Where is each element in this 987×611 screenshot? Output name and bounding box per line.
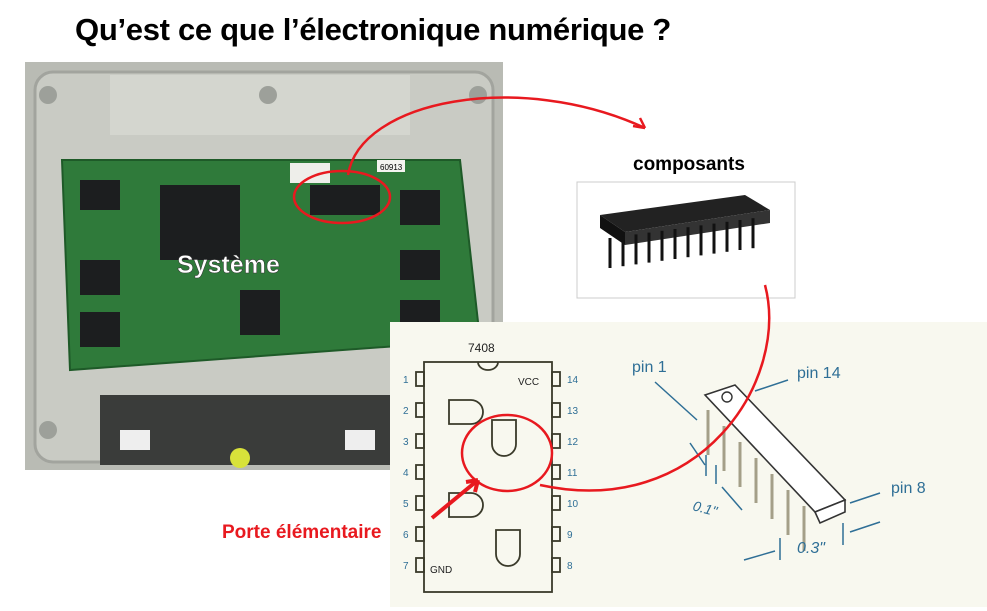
part-number: 7408: [468, 341, 495, 355]
pin-box: [551, 371, 561, 387]
pin-number: 14: [567, 375, 579, 386]
pin-number: 6: [403, 530, 409, 541]
pin-number: 9: [567, 530, 573, 541]
pin-number: 10: [567, 499, 579, 510]
pin-box: [551, 433, 561, 449]
pin-box: [551, 526, 561, 542]
pin8-label: pin 8: [891, 480, 926, 497]
arrow-to-components: [346, 96, 646, 176]
pin-number: 12: [567, 437, 579, 448]
pin-box: [415, 495, 425, 511]
pin-box: [551, 495, 561, 511]
highlight-chip-ellipse: [292, 169, 392, 225]
pin-box: [415, 402, 425, 418]
pin-number: 1: [403, 375, 409, 386]
pin-number: 7: [403, 561, 409, 572]
pin-box: [415, 464, 425, 480]
pin-number: 8: [567, 561, 573, 572]
components-label: composants: [633, 154, 745, 175]
pin-box: [415, 433, 425, 449]
pin-box: [551, 402, 561, 418]
pin-number: 13: [567, 406, 579, 417]
red-annotations: [292, 96, 771, 520]
board-sticker: 60913: [380, 163, 403, 172]
arrow-to-gate-label: [430, 478, 480, 520]
pin14-label: pin 14: [797, 365, 841, 382]
components-image: composants: [576, 154, 796, 299]
pin-number: 2: [403, 406, 409, 417]
pcb-photo: 60913 Système: [25, 62, 503, 470]
pitch-label: 0.1": [691, 497, 720, 519]
pin-number: 4: [403, 468, 409, 479]
width-label: 0.3": [797, 540, 826, 557]
pin-box: [415, 526, 425, 542]
slide-title: Qu’est ce que l’électronique numérique ?: [75, 12, 672, 47]
gate-label: Porte élémentaire: [222, 522, 381, 543]
arrow-to-gate: [539, 284, 771, 492]
pin-box: [415, 557, 425, 573]
pin1-label: pin 1: [632, 359, 667, 376]
dip-package-drawing: pin 1 pin 14 pin 8 0.1" 0.3": [632, 359, 926, 561]
pin-number: 3: [403, 437, 409, 448]
pin-box: [551, 464, 561, 480]
pin-box: [415, 371, 425, 387]
pin-number: 5: [403, 499, 409, 510]
gnd-label: GND: [430, 565, 452, 576]
pin-box: [551, 557, 561, 573]
vcc-label: VCC: [518, 377, 539, 388]
highlight-gate-ellipse: [460, 413, 554, 493]
system-label: Système: [177, 251, 280, 279]
pin-number: 11: [567, 468, 578, 479]
